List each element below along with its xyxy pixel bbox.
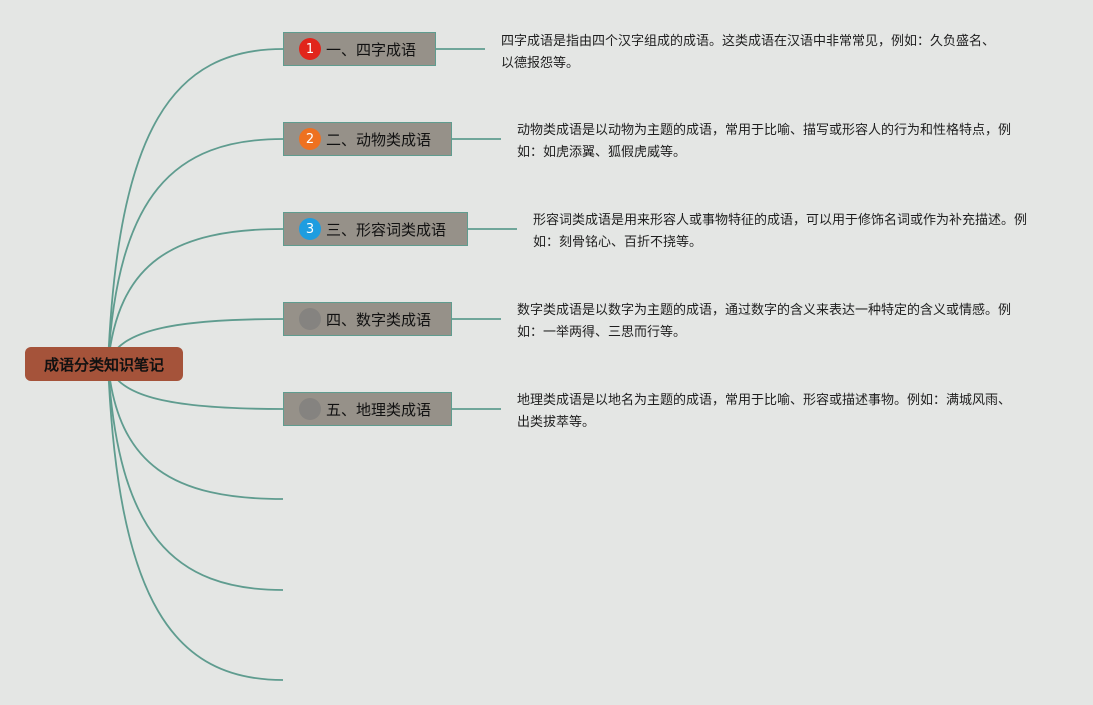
connector-empty-2 <box>107 363 284 591</box>
branch-note-number: 数字类成语是以数字为主题的成语，通过数字的含义来表达一种特定的含义或情感。例如：… <box>517 303 1012 340</box>
branch-node-adjective[interactable]: 3 三、形容词类成语 <box>283 212 468 246</box>
branch-label: 五、地理类成语 <box>326 400 432 419</box>
connector-empty-3 <box>107 363 284 681</box>
priority-3-icon: 3 <box>299 218 321 240</box>
branch-label: 四、数字类成语 <box>326 310 432 329</box>
root-label: 成语分类知识笔记 <box>43 355 164 374</box>
branch-note-adjective: 形容词类成语是用来形容人或事物特征的成语，可以用于修饰名词或作为补充描述。例如：… <box>533 213 1028 250</box>
priority-5-icon <box>299 398 321 420</box>
branch-note-animal: 动物类成语是以动物为主题的成语，常用于比喻、描写或形容人的行为和性格特点，例如：… <box>517 123 1012 160</box>
connector-branch-2 <box>107 138 284 365</box>
root-node[interactable]: 成语分类知识笔记 <box>25 347 183 381</box>
branch-label: 二、动物类成语 <box>326 130 432 149</box>
branch-note-four-character: 四字成语是指由四个汉字组成的成语。这类成语在汉语中非常常见，例如：久负盛名、以德… <box>501 34 996 71</box>
branch-node-four-character[interactable]: 1 一、四字成语 <box>283 32 436 66</box>
priority-4-icon <box>299 308 321 330</box>
branch-node-geography[interactable]: 五、地理类成语 <box>283 392 452 426</box>
connector-empty-1 <box>107 363 284 500</box>
branch-label: 一、四字成语 <box>326 40 417 59</box>
priority-2-icon: 2 <box>299 128 321 150</box>
branch-node-animal[interactable]: 2 二、动物类成语 <box>283 122 452 156</box>
branch-note-geography: 地理类成语是以地名为主题的成语，常用于比喻、形容或描述事物。例如：满城风雨、出类… <box>517 393 1012 430</box>
connector-branch-3 <box>107 228 284 365</box>
branch-node-number[interactable]: 四、数字类成语 <box>283 302 452 336</box>
priority-1-icon: 1 <box>299 38 321 60</box>
branch-label: 三、形容词类成语 <box>326 220 447 239</box>
connector-branch-1 <box>107 48 284 365</box>
